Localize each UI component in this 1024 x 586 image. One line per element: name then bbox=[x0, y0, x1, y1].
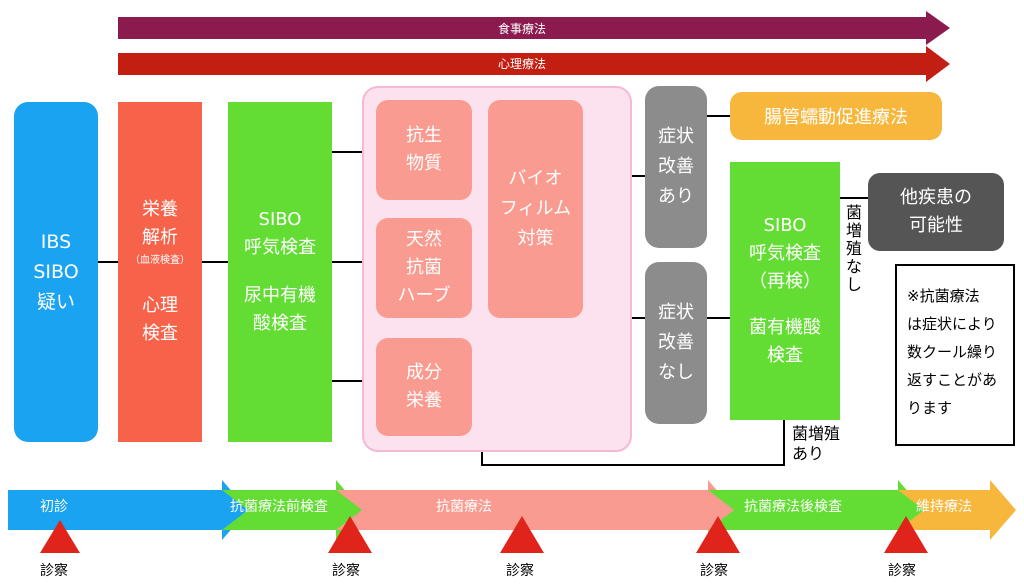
retest-box: SIBO 呼気検査 （再検） 菌有機酸 検査 bbox=[730, 162, 840, 420]
antibiotic-box: 抗生 物質 bbox=[376, 100, 472, 200]
phase3-arrow bbox=[336, 480, 734, 540]
motility-box: 腸管蠕動促進療法 bbox=[730, 92, 942, 140]
not-improved-label: 症状 改善 なし bbox=[658, 302, 694, 383]
visit-marker-4 bbox=[696, 516, 740, 553]
no-growth-label: 菌 増 殖 な し bbox=[845, 203, 862, 294]
visit-marker-2 bbox=[328, 516, 372, 553]
visit-marker-3 bbox=[500, 516, 544, 553]
visit-marker-5 bbox=[884, 516, 928, 553]
phase1-label: 初診 bbox=[40, 499, 68, 515]
note-box: ※抗菌療法 は症状により 数クール繰り 返すことがあ ります bbox=[895, 264, 1015, 446]
nutrient-box: 成分 栄養 bbox=[376, 338, 472, 436]
improved-label: 症状 改善 あり bbox=[658, 126, 694, 207]
sibo-breath-test-label: SIBO 呼気検査 bbox=[244, 209, 316, 258]
antibiotic-label: 抗生 物質 bbox=[406, 125, 442, 174]
biofilm-box: バイオ フィルム 対策 bbox=[488, 100, 583, 318]
top-arrows bbox=[118, 11, 950, 82]
growth-label: 菌増殖 あり bbox=[792, 424, 841, 463]
diet-therapy-label: 食事療法 bbox=[497, 22, 546, 36]
visit-label-2: 診察 bbox=[332, 563, 360, 579]
sibo-test-box: SIBO 呼気検査 尿中有機 酸検査 bbox=[228, 102, 332, 442]
nutrition-box: 栄養 解析 （血液検査） 心理 検査 bbox=[118, 102, 202, 442]
blood-test-label: （血液検査） bbox=[130, 255, 190, 266]
mind-arrow bbox=[118, 46, 950, 82]
phase2-label: 抗菌療法前検査 bbox=[230, 499, 328, 515]
biofilm-label: バイオ フィルム 対策 bbox=[499, 168, 572, 249]
bacteria-acid-test-label: 菌有機酸 検査 bbox=[749, 317, 821, 366]
nutrition-label: 栄養 解析 bbox=[142, 199, 178, 248]
psych-test-label: 心理 検査 bbox=[142, 295, 178, 344]
other-disease-box: 他疾患の 可能性 bbox=[868, 173, 1004, 251]
phase1-arrow bbox=[8, 480, 248, 540]
diet-arrow bbox=[118, 11, 950, 45]
visit-label-5: 診察 bbox=[888, 563, 916, 579]
retest-label: SIBO 呼気検査 （再検） bbox=[749, 215, 821, 292]
urine-acid-test-label: 尿中有機 酸検査 bbox=[244, 285, 316, 334]
ibs-sibo-box: IBS SIBO 疑い bbox=[14, 102, 98, 442]
visit-label-3: 診察 bbox=[506, 563, 534, 579]
other-disease-label: 他疾患の 可能性 bbox=[900, 187, 972, 236]
phase4-label: 抗菌療法後検査 bbox=[744, 499, 842, 515]
visit-label-4: 診察 bbox=[700, 563, 728, 579]
ibs-sibo-label: IBS SIBO 疑い bbox=[33, 231, 79, 313]
improved-box: 症状 改善 あり bbox=[645, 86, 707, 248]
visit-marker-1 bbox=[40, 520, 80, 553]
phase5-arrow bbox=[898, 480, 1016, 540]
note-text: ※抗菌療法 は症状により 数クール繰り 返すことがあ ります bbox=[907, 287, 998, 417]
nutrient-label: 成分 栄養 bbox=[406, 362, 442, 411]
phase5-label: 維持療法 bbox=[916, 499, 972, 515]
phase4-arrow bbox=[708, 480, 924, 540]
mind-therapy-label: 心理療法 bbox=[497, 57, 546, 71]
visit-label-1: 診察 bbox=[40, 563, 68, 579]
phase2-arrow bbox=[222, 480, 362, 540]
not-improved-box: 症状 改善 なし bbox=[645, 262, 707, 424]
herb-box: 天然 抗菌 ハーブ bbox=[376, 218, 472, 318]
motility-label: 腸管蠕動促進療法 bbox=[764, 107, 908, 128]
phase3-label: 抗菌療法 bbox=[436, 499, 492, 515]
herb-label: 天然 抗菌 ハーブ bbox=[397, 229, 451, 306]
